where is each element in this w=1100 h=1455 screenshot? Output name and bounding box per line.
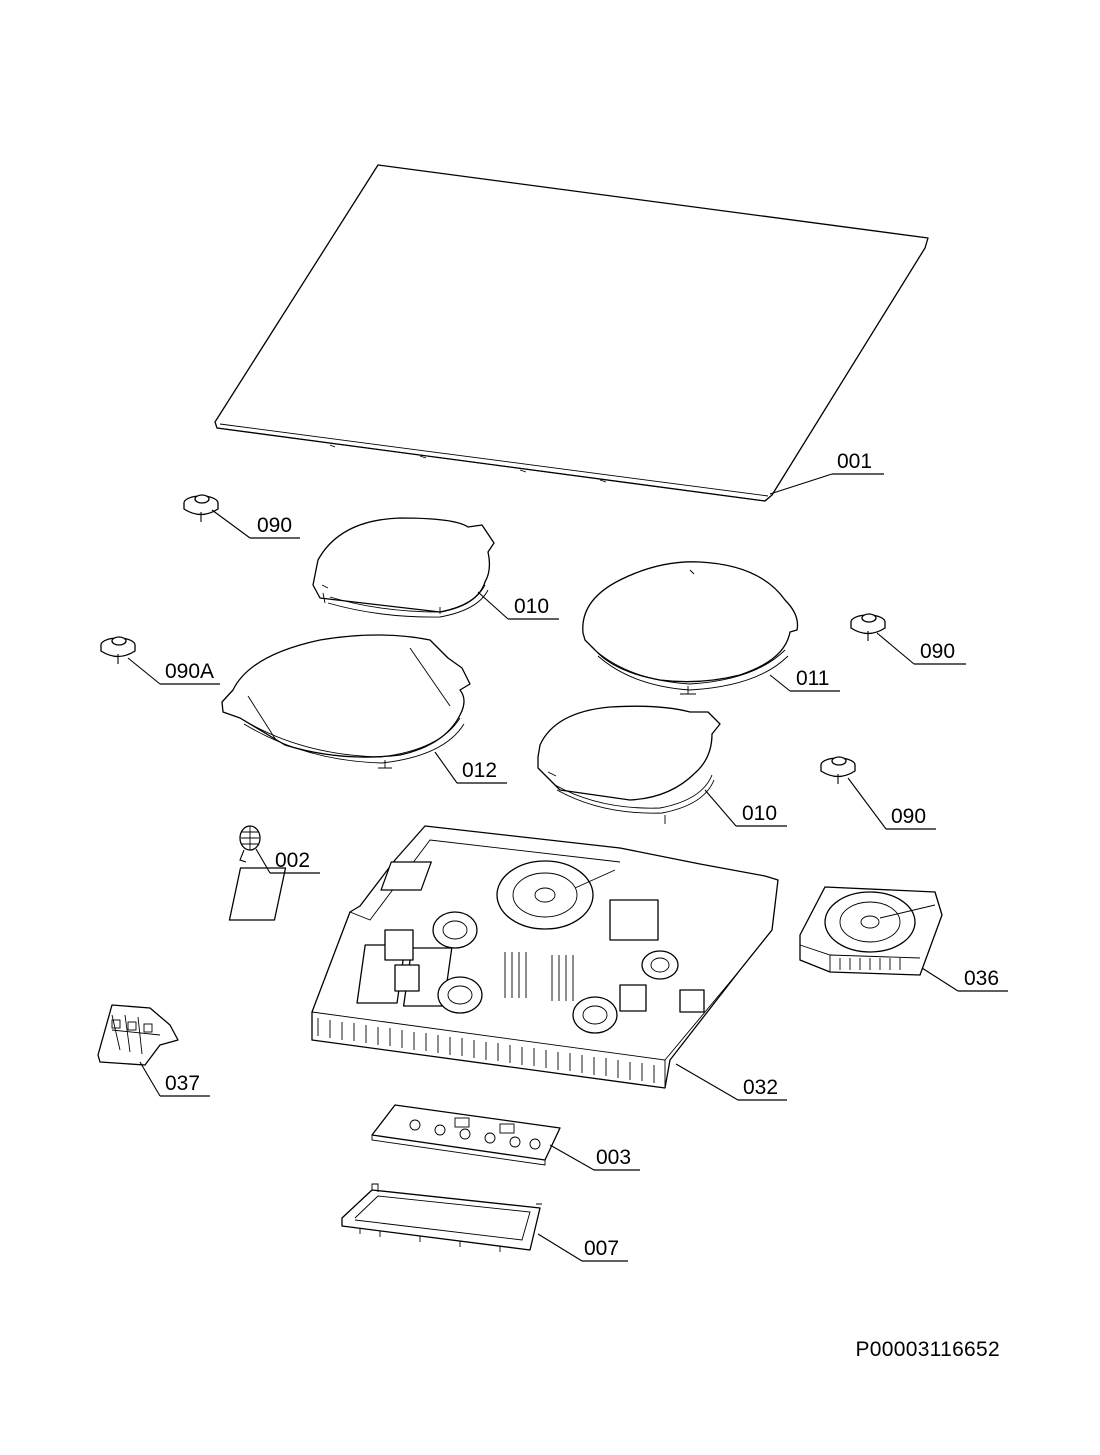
induction-coil-right — [582, 561, 799, 695]
small-fan — [239, 825, 261, 863]
glass-top-plate — [214, 164, 929, 502]
induction-coil-top — [312, 517, 495, 618]
callout-032: 032 — [743, 1076, 778, 1099]
temperature-sensor-left — [100, 636, 136, 664]
cooling-fan-assembly — [799, 886, 943, 976]
callout-036: 036 — [964, 967, 999, 990]
temperature-sensor-top-left — [183, 494, 219, 522]
control-bracket — [341, 1183, 542, 1252]
connector-board — [97, 1004, 179, 1066]
induction-coil-large — [221, 634, 471, 769]
document-number: P00003116652 — [855, 1338, 1000, 1361]
callout-011: 011 — [796, 667, 829, 690]
callout-002: 002 — [275, 849, 310, 872]
main-housing — [228, 825, 779, 1089]
temperature-sensor-right — [850, 613, 886, 641]
callout-010-middle: 010 — [742, 802, 777, 825]
callout-003: 003 — [596, 1146, 631, 1169]
callout-012: 012 — [462, 759, 497, 782]
temperature-sensor-middle — [820, 756, 856, 784]
control-board — [371, 1104, 561, 1166]
callout-090-middle: 090 — [891, 805, 926, 828]
callout-010-top: 010 — [514, 595, 549, 618]
callout-037: 037 — [165, 1072, 200, 1095]
induction-coil-middle — [537, 705, 721, 824]
callout-090-top: 090 — [257, 514, 292, 537]
callout-007: 007 — [584, 1237, 619, 1260]
callout-090a: 090A — [165, 660, 214, 683]
callout-090-right: 090 — [920, 640, 955, 663]
callout-001: 001 — [837, 450, 872, 473]
callout-leaders — [127, 473, 1008, 1262]
